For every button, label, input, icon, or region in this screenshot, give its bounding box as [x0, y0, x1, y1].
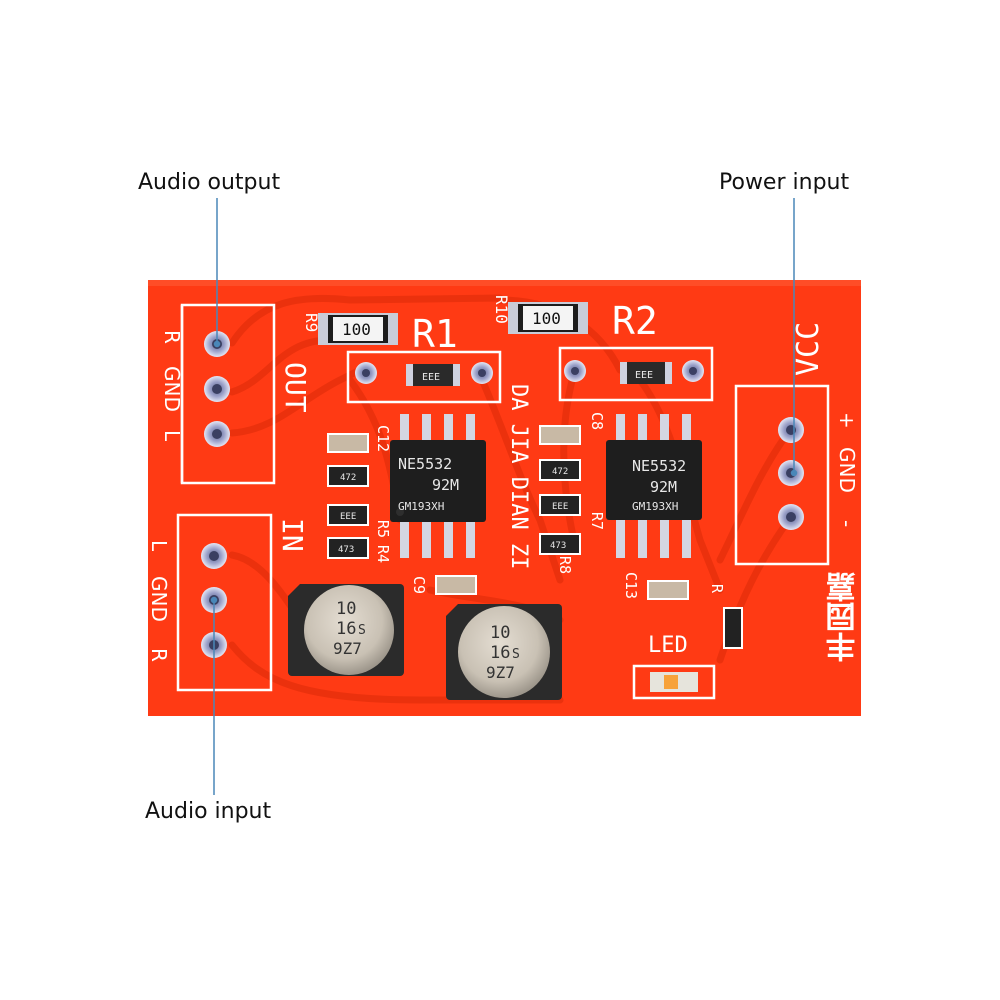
svg-text:472: 472: [552, 467, 568, 477]
ref-c8: C8: [588, 412, 606, 430]
svg-text:丰园嘉: 丰园嘉: [826, 572, 862, 662]
r1-label: R1: [412, 312, 458, 356]
chip-ne5532-1: NE5532 92M GM193XH: [390, 414, 486, 558]
audio-output-label: Audio output: [138, 170, 281, 195]
in-connector: [176, 513, 273, 692]
ref-r10: R10: [492, 295, 511, 324]
svg-text:473: 473: [338, 545, 354, 555]
svg-text:EEE: EEE: [422, 372, 440, 383]
ref-c12: C12: [374, 425, 392, 452]
svg-text:16: 16: [490, 643, 510, 663]
svg-text:100: 100: [342, 320, 371, 339]
out-label: OUT: [279, 362, 312, 413]
svg-text:100: 100: [532, 309, 561, 328]
out-connector: [180, 303, 276, 485]
svg-text:92M: 92M: [432, 476, 459, 494]
svg-text:9Z7: 9Z7: [333, 639, 362, 658]
chinese-logo: 丰园嘉: [826, 572, 862, 662]
svg-text:10: 10: [336, 599, 356, 619]
in-label: IN: [276, 518, 309, 552]
in-pin-label-gnd: GND: [147, 576, 171, 622]
svg-text:92M: 92M: [650, 478, 677, 496]
out-pin-label-r: R: [160, 330, 184, 344]
brand-label: DA JIA DIAN ZI: [506, 384, 531, 569]
smd-middle-group: 472 EEE 473: [539, 425, 689, 600]
svg-text:S: S: [358, 623, 366, 638]
svg-text:EEE: EEE: [552, 502, 568, 512]
ref-c13: C13: [622, 572, 640, 599]
ref-r8: R8: [556, 556, 574, 574]
in-pin-label-l: L: [147, 540, 171, 552]
ref-r: R: [708, 584, 726, 594]
r2-label: R2: [612, 299, 658, 343]
ref-c9: C9: [410, 576, 428, 594]
ref-r4: R4: [374, 545, 392, 563]
svg-text:EEE: EEE: [340, 512, 356, 522]
svg-text:S: S: [512, 647, 520, 662]
svg-text:NE5532: NE5532: [398, 455, 452, 473]
r1-footprint: EEE: [346, 350, 502, 404]
resistor-r9: 100: [318, 313, 398, 345]
ref-r7: R7: [588, 512, 606, 530]
power-pin-label-minus: -: [835, 520, 859, 527]
svg-text:GM193XH: GM193XH: [398, 500, 444, 513]
power-pin-label-gnd: GND: [835, 447, 859, 493]
svg-text:GM193XH: GM193XH: [632, 500, 678, 513]
chip-ne5532-2: NE5532 92M GM193XH: [606, 414, 702, 558]
svg-text:16: 16: [336, 619, 356, 639]
svg-text:10: 10: [490, 623, 510, 643]
led-resistor: [723, 607, 743, 649]
capacitor-2: 10 16 S 9Z7: [446, 604, 562, 700]
out-pin-label-l: L: [160, 430, 184, 442]
power-input-label: Power input: [719, 170, 850, 195]
in-pin-label-r: R: [147, 648, 171, 662]
smd-left-group: 472 EEE 473: [327, 433, 477, 595]
audio-input-label: Audio input: [145, 799, 272, 824]
svg-text:NE5532: NE5532: [632, 457, 686, 475]
r2-footprint: EEE: [558, 346, 714, 402]
svg-text:472: 472: [340, 473, 356, 483]
svg-text:9Z7: 9Z7: [486, 663, 515, 682]
ref-r5: R5: [374, 520, 392, 538]
led-label: LED: [648, 633, 688, 658]
resistor-r10: 100: [508, 302, 588, 334]
ref-r9: R9: [302, 313, 321, 332]
power-pin-label-plus: +: [835, 412, 859, 429]
led: [632, 664, 716, 700]
svg-text:EEE: EEE: [635, 370, 653, 381]
capacitor-1: 10 16 S 9Z7: [288, 584, 404, 676]
callout-lines: [210, 198, 798, 795]
out-pin-label-gnd: GND: [160, 366, 184, 412]
svg-text:473: 473: [550, 541, 566, 551]
vcc-label: VCC: [791, 322, 826, 376]
